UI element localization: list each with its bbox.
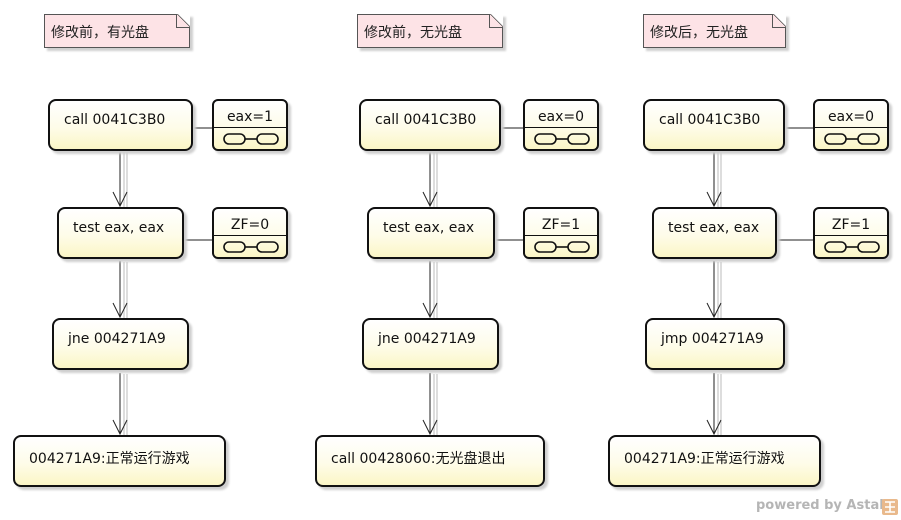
astah-logo-icon xyxy=(882,499,898,515)
object-divider xyxy=(214,127,286,128)
action-jump: jmp 004271A9 xyxy=(645,318,785,370)
note-fold-corner xyxy=(176,14,190,28)
action-jump: jne 004271A9 xyxy=(362,318,499,370)
action-result-label: 004271A9:正常运行游戏 xyxy=(29,451,190,467)
action-jump-label: jmp 004271A9 xyxy=(661,331,764,347)
object-eax-label: eax=0 xyxy=(537,109,585,125)
action-test-label: test eax, eax xyxy=(383,220,475,236)
scenario-note-text: 修改后，无光盘 xyxy=(650,25,748,41)
action-call: call 0041C3B0 xyxy=(643,99,785,151)
action-test: test eax, eax xyxy=(367,207,495,259)
action-call-label: call 0041C3B0 xyxy=(375,112,477,128)
scenario-note: 修改前，有光盘 xyxy=(44,14,190,48)
edge-call-to-test xyxy=(422,151,438,208)
action-call-label: call 0041C3B0 xyxy=(659,112,761,128)
object-divider xyxy=(525,127,597,128)
scenario-note-text: 修改前，无光盘 xyxy=(364,25,462,41)
object-eax-label: eax=0 xyxy=(827,109,875,125)
edge-test-to-jump xyxy=(422,261,438,319)
powered-by-label: powered by Astah xyxy=(756,498,889,513)
action-test-label: test eax, eax xyxy=(668,220,760,236)
object-divider xyxy=(815,127,887,128)
glasses-icon xyxy=(223,133,279,145)
action-result-label: call 00428060:无光盘退出 xyxy=(331,451,506,467)
note-fold-corner xyxy=(772,14,786,28)
action-jump-label: jne 004271A9 xyxy=(68,331,166,347)
object-eax: eax=0 xyxy=(813,99,889,151)
object-zf-label: ZF=0 xyxy=(230,217,270,233)
object-eax: eax=1 xyxy=(212,99,288,151)
object-zf: ZF=1 xyxy=(813,207,889,259)
scenario-note: 修改前，无光盘 xyxy=(357,14,503,48)
edge-call-to-test xyxy=(706,151,722,208)
action-result: 004271A9:正常运行游戏 xyxy=(608,435,821,487)
glasses-icon xyxy=(824,241,880,253)
edge-test-to-jump xyxy=(706,261,722,319)
edge-jump-to-result xyxy=(706,373,722,436)
edge-jump-to-result xyxy=(422,373,438,436)
glasses-icon xyxy=(534,241,590,253)
object-eax-label: eax=1 xyxy=(226,109,274,125)
object-zf-label: ZF=1 xyxy=(541,217,581,233)
object-zf: ZF=0 xyxy=(212,207,288,259)
glasses-icon xyxy=(223,241,279,253)
note-fold-corner xyxy=(489,14,503,28)
glasses-icon xyxy=(824,133,880,145)
action-result-label: 004271A9:正常运行游戏 xyxy=(624,451,785,467)
glasses-icon xyxy=(534,133,590,145)
action-jump: jne 004271A9 xyxy=(52,318,189,370)
object-eax: eax=0 xyxy=(523,99,599,151)
action-call: call 0041C3B0 xyxy=(359,99,501,151)
action-test: test eax, eax xyxy=(652,207,777,259)
action-result: call 00428060:无光盘退出 xyxy=(315,435,545,487)
edge-jump-to-result xyxy=(112,373,128,436)
object-zf: ZF=1 xyxy=(523,207,599,259)
scenario-note: 修改后，无光盘 xyxy=(643,14,786,48)
edge-test-to-jump xyxy=(112,261,128,319)
object-zf-label: ZF=1 xyxy=(831,217,871,233)
action-call-label: call 0041C3B0 xyxy=(64,112,166,128)
edge-call-to-test xyxy=(112,151,128,208)
action-call: call 0041C3B0 xyxy=(48,99,193,151)
object-divider xyxy=(525,235,597,236)
scenario-note-text: 修改前，有光盘 xyxy=(51,25,149,41)
action-test-label: test eax, eax xyxy=(73,220,165,236)
action-jump-label: jne 004271A9 xyxy=(378,331,476,347)
action-test: test eax, eax xyxy=(57,207,184,259)
action-result: 004271A9:正常运行游戏 xyxy=(13,435,226,487)
object-divider xyxy=(214,235,286,236)
object-divider xyxy=(815,235,887,236)
